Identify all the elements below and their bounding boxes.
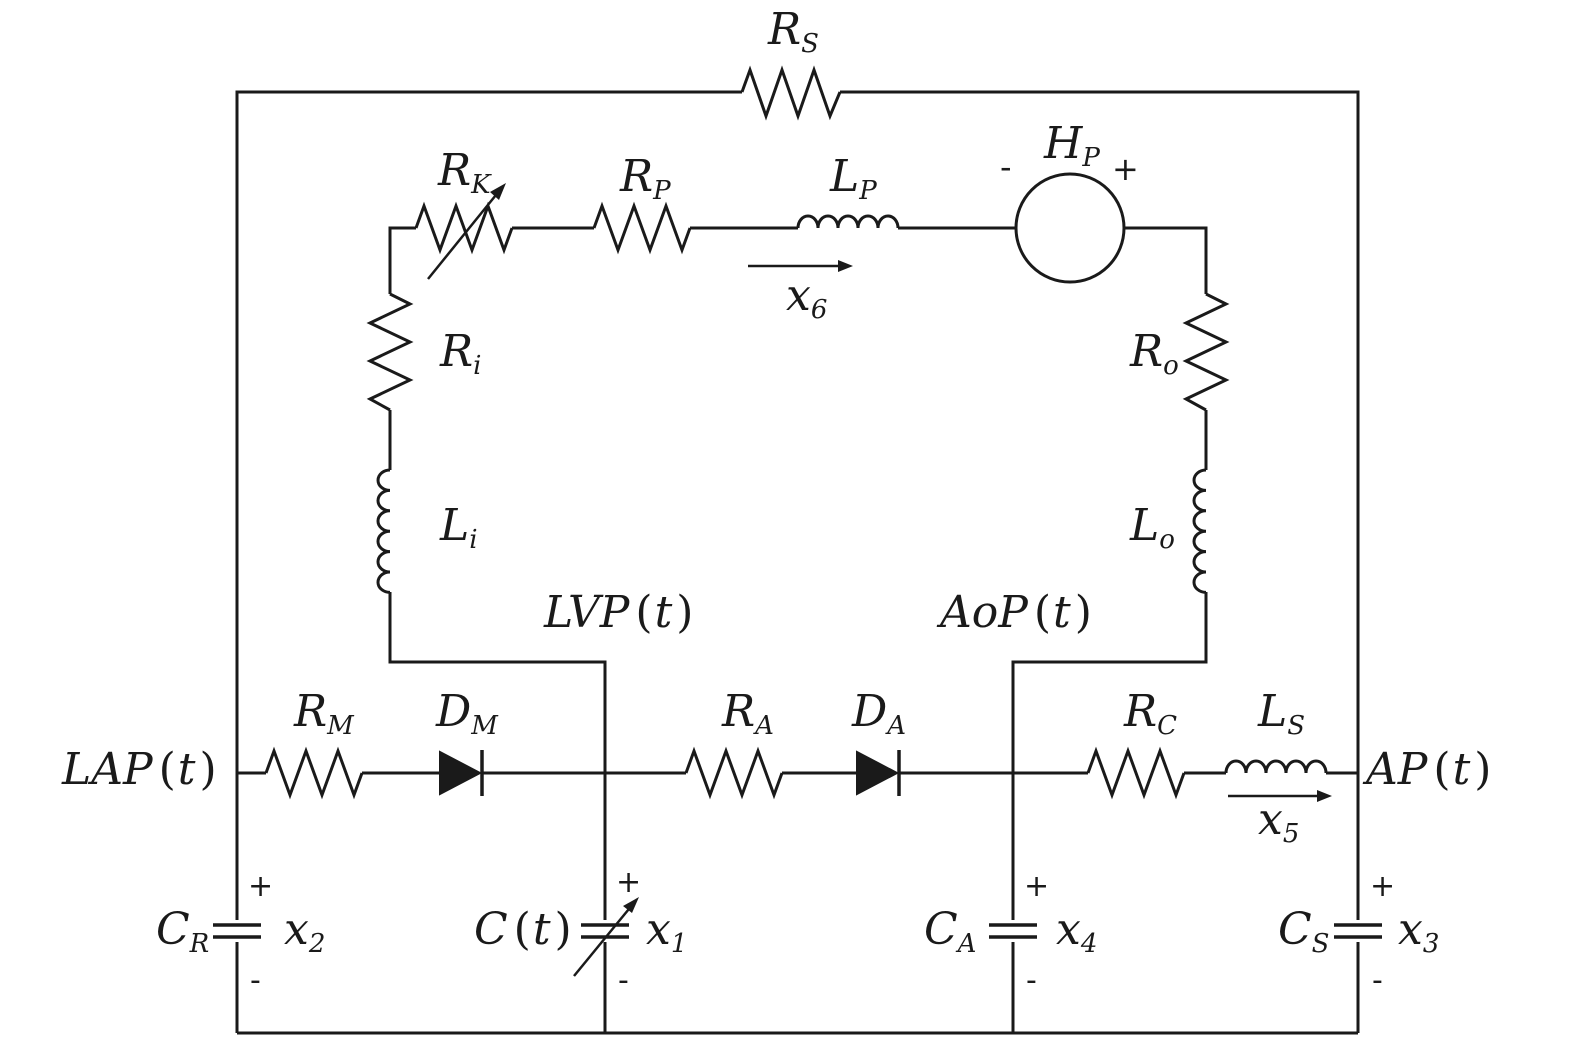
resistor-rk	[414, 201, 514, 255]
wire-pump-top-left	[388, 226, 416, 294]
label-lap: LAP(t)	[61, 744, 217, 795]
capacitor-cr	[213, 920, 261, 942]
cr-minus-sign: -	[250, 963, 261, 998]
resistor-ri	[366, 292, 414, 412]
label-aop: AoP(t)	[936, 587, 1092, 638]
diode-da	[856, 750, 900, 796]
hp-plus-sign: +	[1112, 150, 1139, 188]
label-hp: HP	[1043, 118, 1100, 173]
ct-minus-sign: -	[618, 963, 629, 998]
flow-arrowhead-x6	[838, 260, 853, 272]
cs-plus-sign: +	[1370, 869, 1395, 904]
pump-hp	[1014, 172, 1126, 284]
label-ro: Ro	[1129, 326, 1179, 381]
flow-arrowhead-x5	[1317, 790, 1332, 802]
ca-plus-sign: +	[1024, 869, 1049, 904]
resistor-rc	[1086, 746, 1186, 800]
wire-top-right	[840, 90, 1360, 1033]
capacitor-cs	[1334, 920, 1382, 942]
resistor-rm	[264, 746, 364, 800]
label-da: DA	[851, 686, 906, 741]
components	[213, 65, 1382, 977]
inductor-lp	[796, 214, 900, 229]
label-cs: CS	[1278, 904, 1329, 959]
label-lp: LP	[829, 151, 877, 206]
label-rk: RK	[437, 145, 492, 200]
labels: RS RK RP LP HP - + x6 Ri Ro	[61, 4, 1491, 998]
label-lo: Lo	[1129, 500, 1175, 555]
resistor-ro	[1182, 292, 1230, 412]
label-dm: DM	[435, 686, 499, 741]
label-ca: CA	[924, 904, 976, 959]
diode-dm	[439, 750, 483, 796]
hp-minus-sign: -	[1000, 148, 1012, 186]
capacitor-ca	[989, 920, 1037, 942]
ca-minus-sign: -	[1026, 963, 1037, 998]
label-ap: AP(t)	[1362, 744, 1491, 795]
ct-plus-sign: +	[616, 865, 641, 900]
label-li: Li	[439, 500, 478, 555]
resistor-rs	[740, 65, 842, 121]
label-x5: x5	[1258, 794, 1299, 849]
wire-hp-right	[1124, 226, 1208, 294]
inductor-lo	[1192, 468, 1207, 594]
cr-plus-sign: +	[248, 869, 273, 904]
cs-minus-sign: -	[1372, 963, 1383, 998]
label-x4: x4	[1056, 904, 1097, 959]
inductor-ls	[1224, 759, 1328, 774]
wires	[235, 90, 1360, 1035]
label-lvp: LVP(t)	[543, 587, 693, 638]
label-ct: C(t)	[474, 904, 572, 955]
label-rp: RP	[619, 151, 671, 206]
wire-lo-aop	[1011, 592, 1208, 1033]
label-x2: x2	[284, 904, 325, 959]
label-cr: CR	[156, 904, 209, 959]
capacitor-ct	[573, 897, 639, 977]
label-rs: RS	[767, 4, 819, 59]
wire-li-lvp	[388, 592, 607, 1033]
label-x3: x3	[1398, 904, 1439, 959]
label-ls: LS	[1257, 686, 1305, 741]
resistor-rp	[592, 201, 692, 255]
label-rc: RC	[1123, 686, 1177, 741]
label-ri: Ri	[439, 326, 481, 381]
label-rm: RM	[293, 686, 355, 741]
label-x6: x6	[786, 270, 827, 325]
resistor-ra	[684, 746, 784, 800]
label-x1: x1	[646, 904, 687, 959]
rk-variable-arrow	[427, 189, 501, 280]
inductor-li	[376, 468, 391, 594]
wire-top-left	[235, 90, 742, 1033]
rk-variable-arrowhead	[490, 183, 506, 200]
label-ra: RA	[721, 686, 774, 741]
